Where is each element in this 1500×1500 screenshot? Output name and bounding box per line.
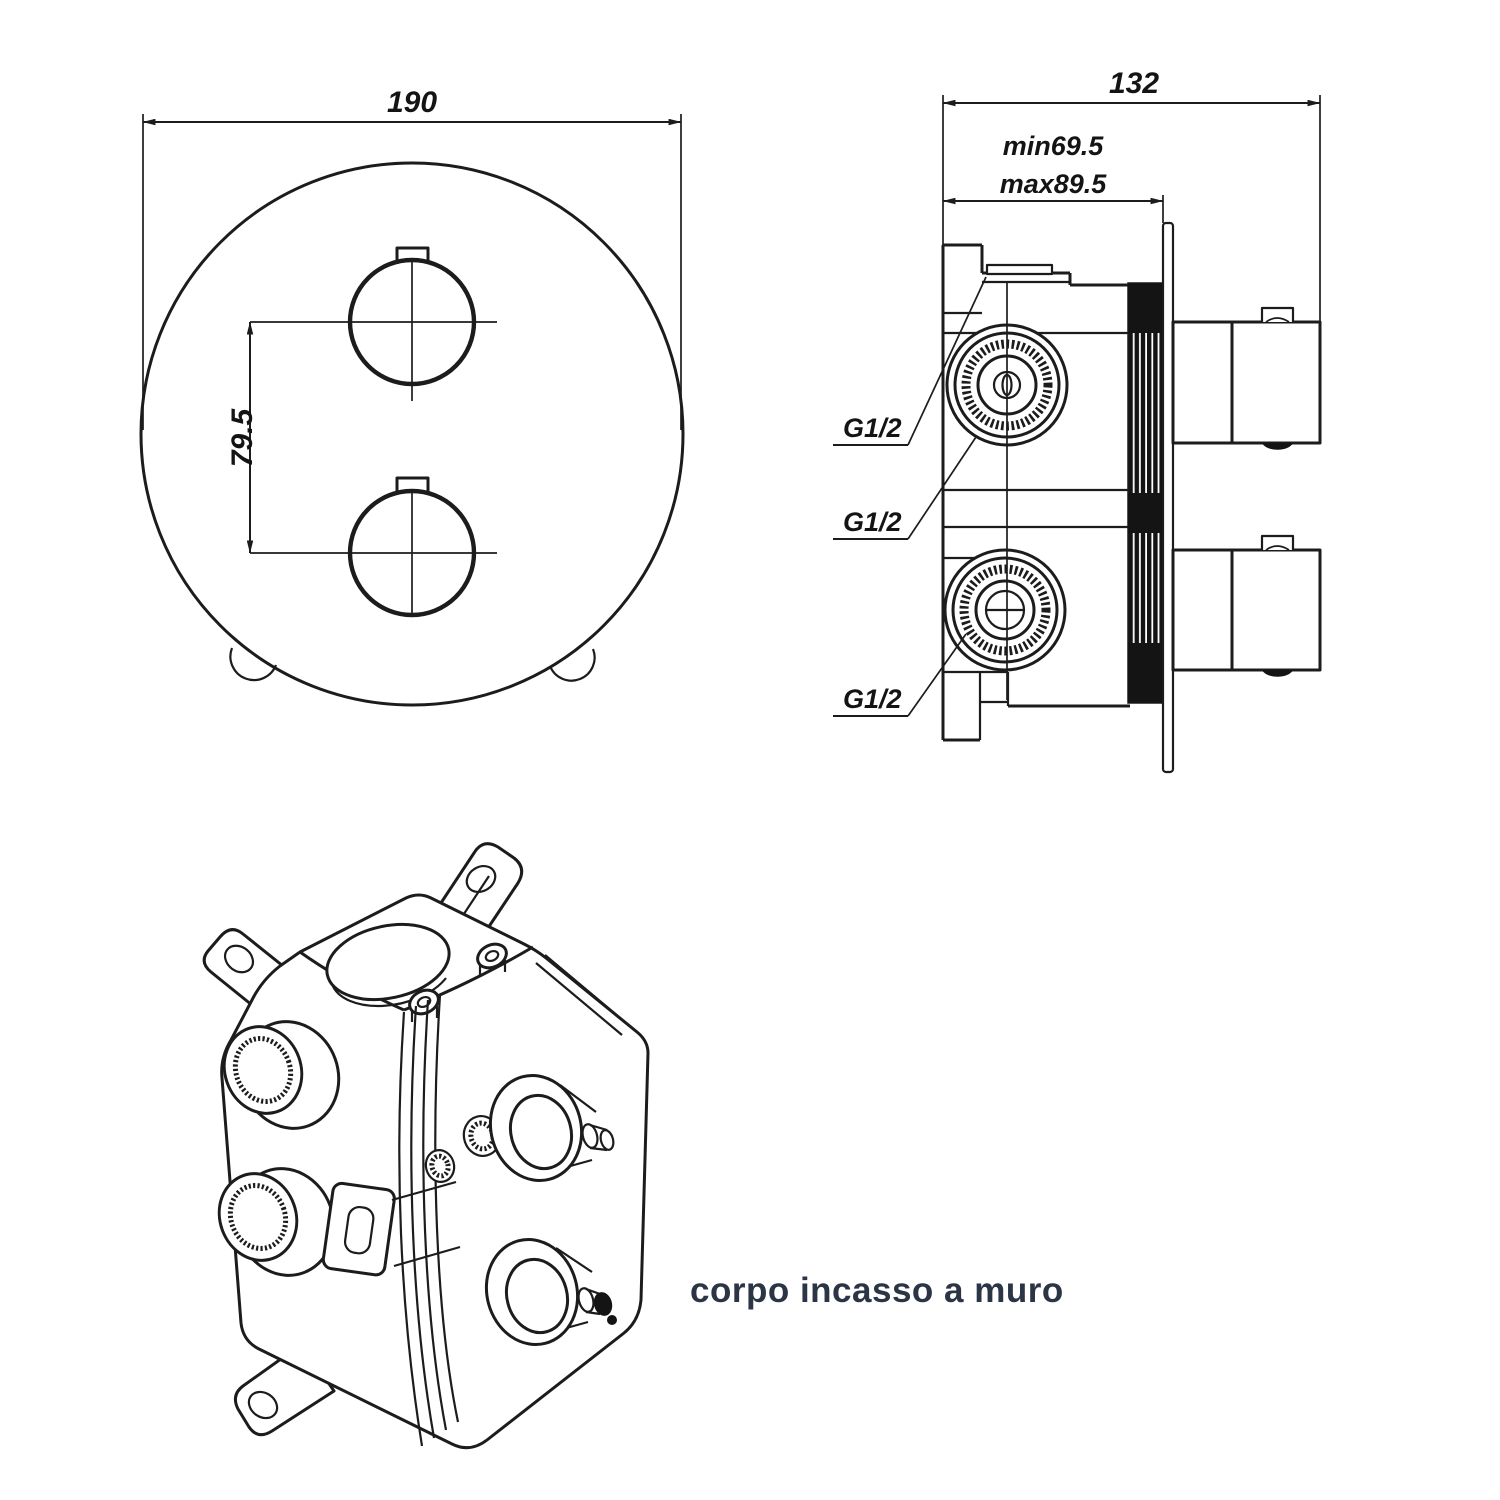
caption-text: corpo incasso a muro — [690, 1271, 1064, 1310]
handle-top-tab — [395, 246, 430, 264]
dimension-label-min: min69.5 — [1003, 131, 1105, 161]
port-label-group-2: G1/2 — [833, 436, 977, 540]
front-ridge-band — [398, 994, 460, 1447]
handle-bottom-tab — [395, 476, 430, 494]
side-handle-bottom — [1171, 534, 1322, 677]
plate-foot-left — [229, 647, 278, 682]
dimension-label-79-5: 79.5 — [226, 407, 259, 467]
port-label-g12-2: G1/2 — [843, 507, 902, 537]
wall-section-hatch — [1127, 282, 1164, 704]
side-handle-bottom-notch — [1262, 670, 1293, 677]
iso-port-bottom — [217, 1167, 336, 1277]
body-cap-lid — [985, 263, 1054, 276]
dimension-190: 190 — [142, 86, 682, 430]
handle-top — [250, 246, 497, 401]
front-view: 190 79.5 — [139, 86, 685, 707]
cartridge-top — [488, 1073, 615, 1183]
screw-lug-2 — [476, 942, 508, 976]
port-bottom — [943, 548, 1067, 672]
dimension-79-5: 79.5 — [226, 321, 259, 554]
top-cap — [325, 923, 451, 1008]
port-label-group-3: G1/2 — [833, 633, 967, 717]
trim-plate-circle — [139, 161, 685, 707]
valve-body-section — [941, 243, 1130, 742]
dimension-label-190: 190 — [387, 86, 437, 119]
port-label-g12-1: G1/2 — [843, 413, 902, 443]
side-handle-top — [1171, 306, 1322, 450]
side-view: 132 min69.5 max89.5 — [833, 67, 1322, 774]
port-label-group-1: G1/2 — [833, 276, 987, 446]
iso-port-top — [222, 1020, 341, 1130]
front-strap — [391, 1180, 461, 1268]
plate-foot-right — [548, 648, 596, 682]
side-handle-top-notch — [1262, 443, 1293, 450]
port-label-g12-3: G1/2 — [843, 684, 902, 714]
dimension-label-132: 132 — [1109, 67, 1159, 100]
cartridge-bottom — [484, 1237, 617, 1347]
escutcheon-plate — [1161, 221, 1175, 774]
dimension-min-max: min69.5 max89.5 — [942, 131, 1164, 223]
top-right-ridges — [535, 954, 632, 1036]
cartridge-bottom-pin — [593, 1292, 613, 1316]
isometric-view — [202, 842, 650, 1450]
handle-bottom — [250, 476, 497, 618]
dimension-132: 132 — [942, 67, 1321, 322]
dimension-label-max: max89.5 — [1000, 169, 1108, 199]
loop-bracket — [321, 1181, 396, 1277]
